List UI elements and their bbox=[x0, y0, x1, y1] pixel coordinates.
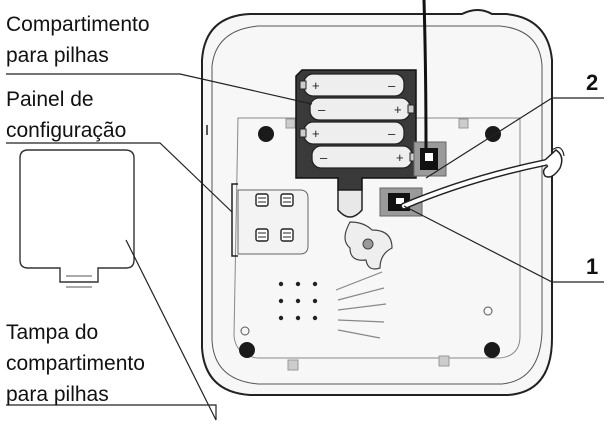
battery-compartment-tab bbox=[337, 189, 363, 218]
device-inner-outline bbox=[211, 25, 543, 385]
power-cord bbox=[422, 0, 428, 151]
config-switch bbox=[255, 193, 269, 207]
callout-number-2: 2 bbox=[586, 70, 598, 95]
callout-number-1: 1 bbox=[586, 254, 598, 279]
leader-config-panel bbox=[6, 142, 233, 213]
battery-polarity-right: + bbox=[396, 150, 404, 165]
pad-top-left bbox=[285, 118, 296, 129]
pad-bottom-left bbox=[287, 359, 299, 371]
label-battery-cover: compartimento bbox=[6, 352, 145, 375]
battery-polarity-left: + bbox=[312, 126, 320, 141]
vent-lines bbox=[335, 271, 387, 339]
power-jack bbox=[413, 141, 447, 177]
label-config-panel: configuração bbox=[6, 119, 126, 142]
battery: +– bbox=[299, 121, 405, 145]
foot-bottom-left bbox=[239, 342, 255, 358]
screw-hole-right bbox=[483, 306, 493, 316]
battery: –+ bbox=[309, 97, 415, 121]
config-panel-outline bbox=[237, 189, 309, 255]
config-panel bbox=[231, 183, 309, 257]
label-battery-cover: para pilhas bbox=[6, 383, 109, 406]
label-config-panel: Painel de bbox=[6, 88, 94, 111]
pad-top-right bbox=[458, 118, 469, 129]
battery-polarity-left: + bbox=[312, 78, 320, 93]
battery-cover bbox=[19, 149, 135, 288]
label-battery-compartment: Compartimento bbox=[6, 13, 150, 36]
battery: –+ bbox=[311, 145, 417, 169]
leader-battery-compartment bbox=[6, 73, 313, 105]
phone-line-cord bbox=[400, 146, 565, 210]
battery-polarity-right: – bbox=[388, 78, 396, 93]
battery-polarity-left: – bbox=[320, 150, 328, 165]
config-switch bbox=[255, 228, 269, 242]
battery-polarity-left: – bbox=[318, 102, 326, 117]
foot-top-left bbox=[258, 126, 274, 142]
battery-compartment: +––++––+ bbox=[295, 69, 417, 218]
speaker-grille bbox=[278, 281, 318, 321]
pad-bottom-right bbox=[438, 355, 450, 367]
battery: +– bbox=[299, 73, 405, 97]
leader-callout-1 bbox=[403, 205, 604, 283]
label-battery-compartment: para pilhas bbox=[6, 44, 109, 67]
battery-polarity-right: – bbox=[388, 126, 396, 141]
config-switch bbox=[280, 193, 294, 207]
leader-lines bbox=[6, 73, 604, 421]
device-back bbox=[201, 9, 553, 396]
leader-callout-2 bbox=[425, 97, 604, 179]
foot-bottom-right bbox=[484, 342, 500, 358]
label-battery-cover: Tampa do bbox=[6, 321, 98, 344]
device-recess bbox=[233, 117, 521, 359]
battery-polarity-right: + bbox=[394, 102, 402, 117]
device-outline bbox=[201, 9, 553, 396]
leader-battery-cover bbox=[6, 239, 217, 421]
config-panel-bracket bbox=[231, 183, 238, 257]
config-switch bbox=[280, 228, 294, 242]
screw-hole-left bbox=[240, 326, 250, 336]
wall-mount-hook bbox=[344, 221, 393, 270]
